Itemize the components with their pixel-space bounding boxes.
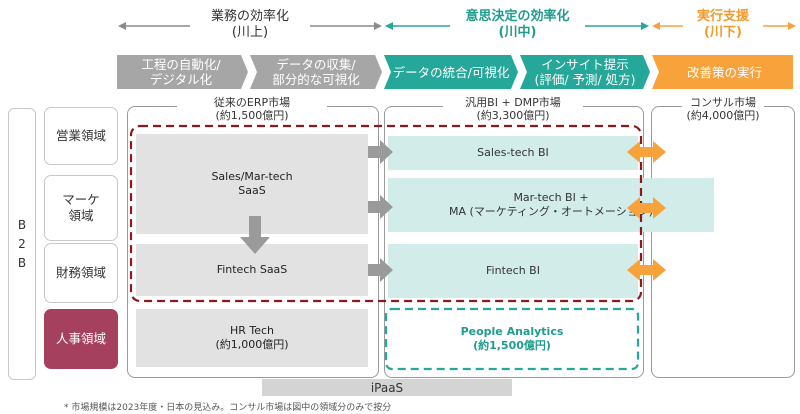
step-2-label: データの収集/ 部分的な可視化 <box>272 57 360 87</box>
step-4-label: インサイト提示 (評価/ 予測/ 処方) <box>534 57 636 87</box>
arrow-fin-right <box>368 258 393 282</box>
mar-bi-block: Mar-tech BI + MA (マーケティング・オートメーション) <box>388 178 714 232</box>
orange-arrow-mar <box>627 197 666 219</box>
step-1-label: 工程の自動化/ デジタル化 <box>141 57 221 87</box>
header-left-title: 業務の効率化 (川上) <box>190 9 310 41</box>
step-5-label: 改善策の実行 <box>686 64 762 80</box>
people-analytics-dashed-border <box>384 307 640 371</box>
arrow-down <box>240 216 270 254</box>
step-3-shape <box>384 55 518 89</box>
right-range-arrowhead-left <box>652 22 660 30</box>
people-analytics-block: People Analytics (約1,500億円) <box>460 325 564 352</box>
domain-hr: 人事領域 <box>44 309 118 369</box>
fintech-saas-block: Fintech SaaS <box>136 244 368 296</box>
orange-arrow-fin <box>627 259 666 281</box>
mid-range-arrowhead-left <box>385 22 393 30</box>
b2b-label: B 2 B <box>17 217 27 270</box>
hr-tech-block: HR Tech (約1,000億円) <box>136 309 368 367</box>
ipaas-bar: iPaaS <box>262 379 512 396</box>
header-right-title: 実行支援 (川下) <box>683 9 763 41</box>
arrow-mar-right <box>368 195 393 219</box>
b2b-frame <box>8 108 36 380</box>
arrow-sales-right <box>368 140 393 164</box>
fintech-bi-block: Fintech BI <box>388 244 638 298</box>
orange-arrow-sales <box>627 141 666 163</box>
consul-market-title: コンサル市場 (約4,000億円) <box>682 96 764 122</box>
footnote: * 市場規模は2023年度・日本の見込み。コンサル市場は図中の領域分のみで按分 <box>64 403 392 413</box>
right-range-arrowhead-right <box>788 22 796 30</box>
domain-marketing: マーケ 領域 <box>44 175 118 241</box>
step-1-shape <box>117 55 248 89</box>
header-mid-title: 意思決定の効率化 (川中) <box>450 9 585 41</box>
sales-bi-block: Sales-tech BI <box>388 136 638 170</box>
step-chevrons <box>117 55 793 89</box>
domain-sales: 営業領域 <box>44 107 118 165</box>
integration-dashed-border <box>129 124 643 303</box>
bi-market-title: 汎用BI + DMP市場 (約3,300億円) <box>443 96 583 122</box>
left-range-arrowhead-left <box>118 22 126 30</box>
step-5-shape <box>652 55 793 89</box>
step-4-shape <box>520 55 650 89</box>
domain-finance: 財務領域 <box>44 243 118 303</box>
step-2-shape <box>250 55 382 89</box>
erp-market-title: 従来のERP市場 (約1,500億円) <box>177 96 327 122</box>
sales-mar-saas-block: Sales/Mar-tech SaaS <box>136 134 368 234</box>
step-3-label: データの統合/可視化 <box>392 64 510 80</box>
mid-range-arrowhead-right <box>641 22 649 30</box>
left-range-arrowhead-right <box>374 22 382 30</box>
